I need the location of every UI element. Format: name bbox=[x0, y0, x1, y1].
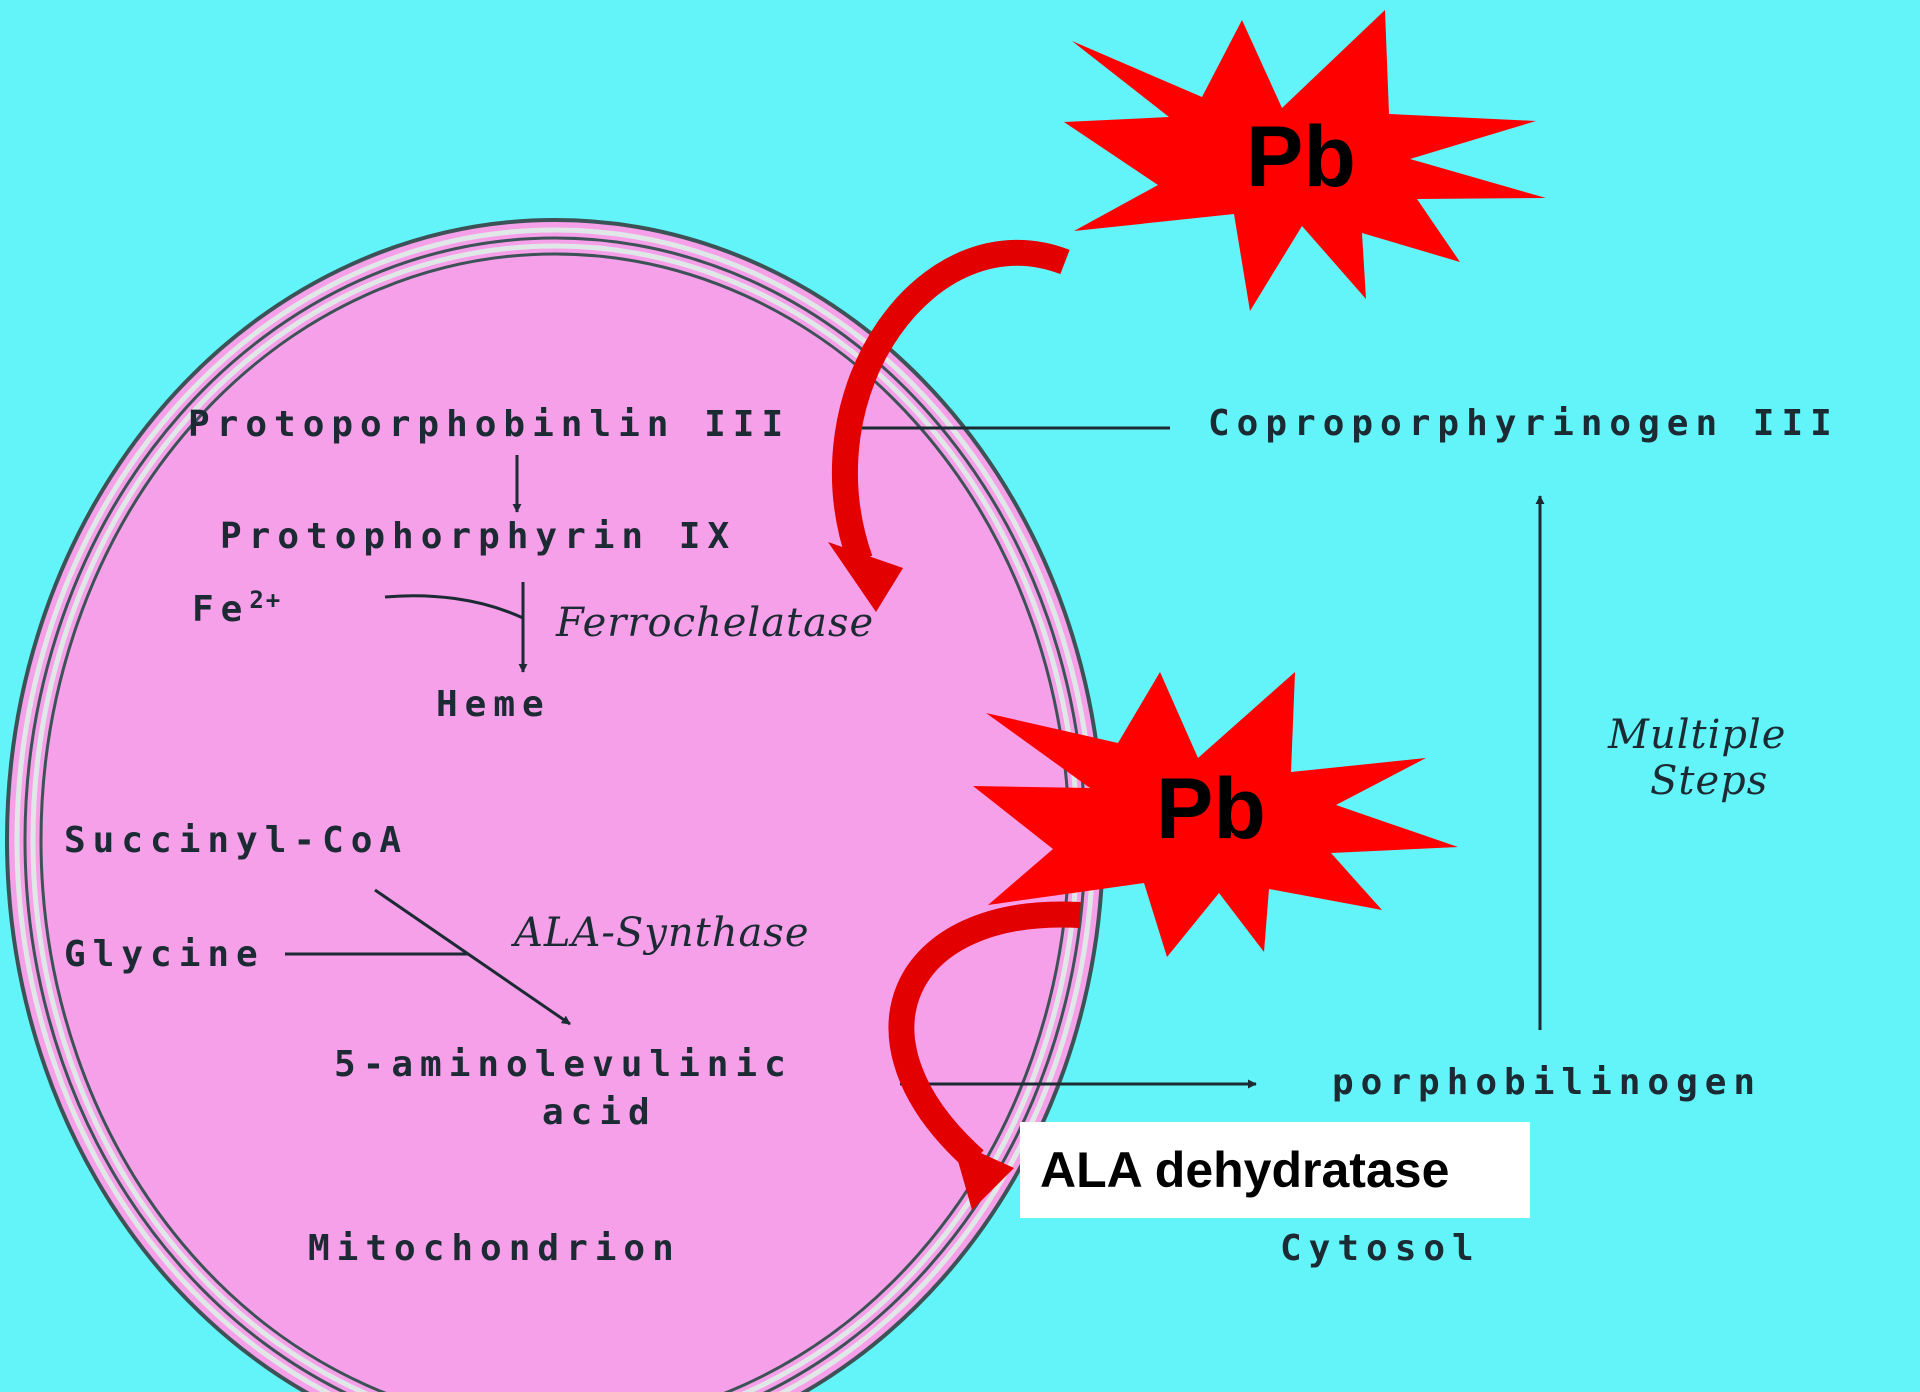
label-coproporphyrinogen: Coproporphyrinogen III bbox=[1208, 403, 1839, 444]
label-ala-line1: 5-aminolevulinic bbox=[334, 1044, 793, 1085]
label-protoporphobinlin: Protoporphobinlin III bbox=[188, 404, 790, 445]
mitochondrion-membrane bbox=[7, 220, 1103, 1392]
ala-dehydratase-box: ALA dehydratase bbox=[1020, 1122, 1530, 1218]
label-steps: Steps bbox=[1650, 758, 1768, 804]
label-heme: Heme bbox=[436, 684, 551, 725]
label-multiple: Multiple bbox=[1608, 712, 1786, 758]
label-ala-synthase: ALA-Synthase bbox=[514, 910, 810, 956]
label-ala-line2: acid bbox=[542, 1092, 657, 1133]
label-cytosol: Cytosol bbox=[1280, 1228, 1481, 1269]
label-pb-top: Pb bbox=[1246, 108, 1356, 207]
label-pb-bottom: Pb bbox=[1156, 760, 1266, 859]
label-porphobilinogen: porphobilinogen bbox=[1332, 1062, 1762, 1103]
label-mitochondrion: Mitochondrion bbox=[308, 1228, 681, 1269]
label-glycine: Glycine bbox=[64, 934, 265, 975]
label-fe: Fe2+ bbox=[192, 586, 282, 630]
label-protoporphyrin: Protophorphyrin IX bbox=[220, 516, 736, 557]
label-succinyl-coa: Succinyl-CoA bbox=[64, 820, 408, 861]
label-ferrochelatase: Ferrochelatase bbox=[556, 600, 874, 646]
